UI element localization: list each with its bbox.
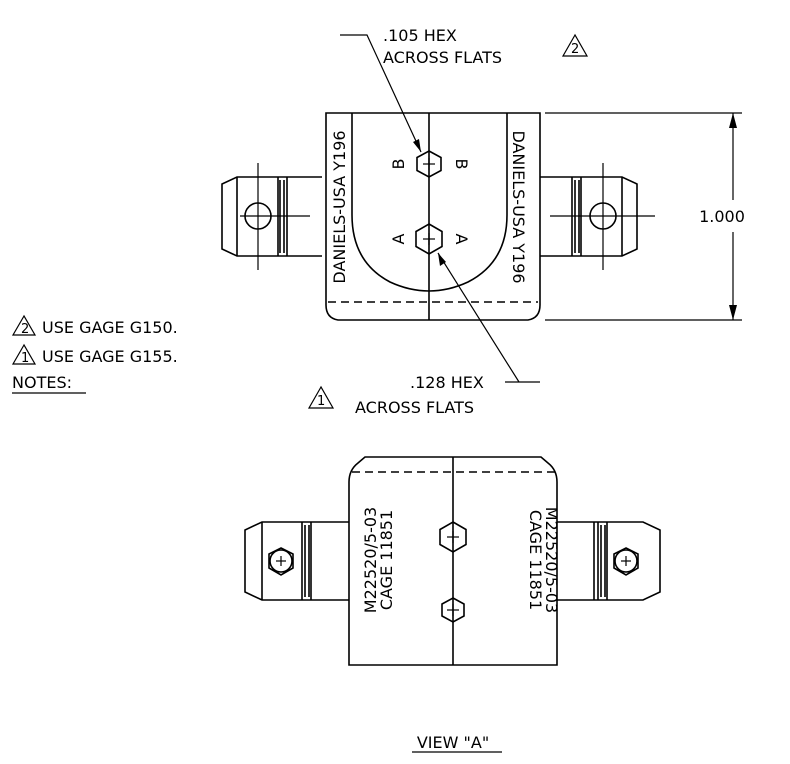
bottom-view: M22520/5-03 CAGE 11851 M22520/5-03 CAGE … [244, 456, 661, 753]
hex-b-gage [416, 150, 442, 178]
view-title: VIEW "A" [417, 733, 489, 752]
note-2-ref: 2 [21, 322, 29, 337]
callout-b-note-ref: 2 [571, 42, 579, 57]
callout-b-line2: ACROSS FLATS [383, 48, 502, 67]
callout-a-note-ref: 1 [317, 394, 325, 409]
marking-left-line1: M22520/5-03 [361, 507, 380, 613]
label-a-left: A [389, 233, 408, 244]
note-2-triangle-icon [561, 33, 589, 57]
top-view: B B A A DANIELS-USA Y196 DANIELS-USA Y19… [221, 26, 745, 417]
callout-a-line1: .128 HEX [410, 373, 484, 392]
tool-body [325, 112, 541, 321]
right-fitting [557, 521, 661, 601]
note-1-text: USE GAGE G155. [42, 347, 178, 366]
label-b-left: B [389, 159, 408, 170]
marking-right-line1: M22520/5-03 [542, 507, 561, 613]
label-b-right: B [452, 159, 471, 170]
dimension-value: 1.000 [699, 207, 745, 226]
marking-right: DANIELS-USA Y196 [509, 130, 528, 283]
left-fitting [221, 163, 322, 270]
note-1-triangle-icon [307, 385, 335, 409]
notes-title: NOTES: [12, 373, 72, 392]
hex-gage-large [439, 521, 467, 553]
marking-right: M22520/5-03 CAGE 11851 [526, 507, 561, 613]
height-dimension: 1.000 [545, 112, 745, 321]
marking-left: M22520/5-03 CAGE 11851 [361, 507, 396, 613]
notes-block: 2 USE GAGE G150. 1 USE GAGE G155. NOTES: [11, 314, 178, 394]
callout-hex-a: .128 HEX ACROSS FLATS 1 [307, 252, 540, 417]
left-fitting [244, 521, 349, 601]
tool-body [348, 456, 558, 666]
callout-a-line2: ACROSS FLATS [355, 398, 474, 417]
hex-a-gage [415, 223, 443, 255]
hex-gage-small [441, 597, 465, 623]
note-1-ref: 1 [21, 351, 29, 366]
marking-left: DANIELS-USA Y196 [330, 130, 349, 283]
note-1-triangle-icon [11, 343, 37, 365]
note-2-triangle-icon [11, 314, 37, 336]
callout-b-line1: .105 HEX [383, 26, 457, 45]
marking-right-line2: CAGE 11851 [526, 510, 545, 610]
note-2-text: USE GAGE G150. [42, 318, 178, 337]
right-fitting [540, 163, 655, 270]
callout-hex-b: .105 HEX ACROSS FLATS 2 [340, 26, 589, 153]
label-a-right: A [452, 234, 471, 245]
marking-left-line2: CAGE 11851 [377, 510, 396, 610]
